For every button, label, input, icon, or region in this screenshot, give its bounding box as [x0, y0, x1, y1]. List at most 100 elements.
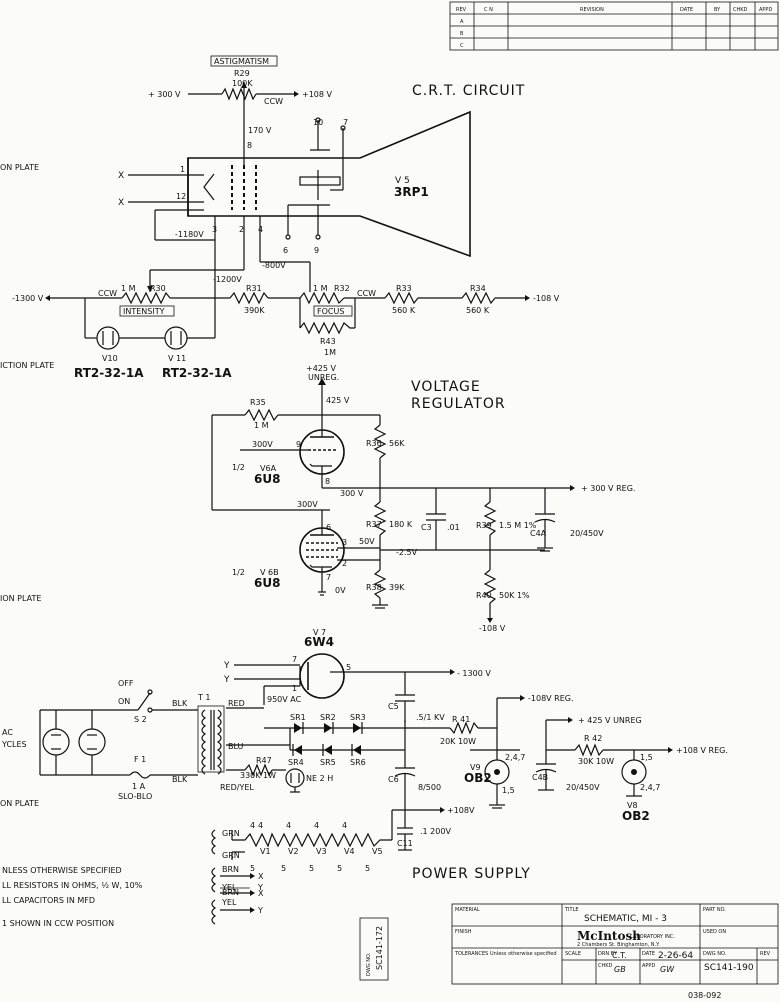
v5-type: 3RP1: [394, 185, 429, 199]
minus-108v-reg-psu: -108V REG.: [528, 694, 574, 703]
r35-label: R35: [250, 398, 266, 407]
r35-value: 1 M: [254, 421, 269, 430]
sr5-label: SR5: [320, 758, 336, 767]
company-logo: McIntosh: [577, 929, 641, 943]
sr6-label: SR6: [350, 758, 366, 767]
v5-label: V 5: [395, 176, 410, 186]
yel-wire-1: YEL: [221, 883, 237, 892]
rt-tube-b: RT2-32-1A: [162, 366, 232, 380]
c11-label: C11: [397, 839, 413, 848]
c6-label: C6: [388, 775, 399, 784]
switch-on: ON: [118, 697, 130, 706]
company-address: 2 Chambers St. Binghamton, N.Y.: [577, 942, 660, 948]
dwg-number: SC141-190: [704, 963, 754, 973]
v9-pins-15: 1,5: [502, 786, 515, 795]
c4b-label: C4B: [532, 773, 548, 782]
r40-value: 50K 1%: [499, 591, 530, 600]
minus-1180v: -1180V: [175, 230, 204, 239]
c11-value: .1 200V: [420, 827, 451, 836]
r38-label: R38: [366, 583, 382, 592]
heater-pin5: 5: [250, 864, 255, 873]
blu-wire: BLU: [228, 742, 244, 751]
brn-wire-1: BRN: [222, 865, 239, 874]
diode-sr4: [292, 744, 302, 756]
v6b-pin6: 6: [326, 523, 331, 532]
drawing-title: SCHEMATIC, MI - 3: [584, 914, 667, 924]
crt-pin12: 12: [176, 192, 186, 201]
diode-sr3: [353, 722, 363, 734]
v8-pins-15: 1,5: [640, 753, 653, 762]
heater-v3: V3: [316, 847, 327, 856]
x-input-2: X: [118, 198, 124, 208]
chkd-value: GB: [614, 965, 626, 974]
power-supply: V 7 6W4 Y Y 7 1 5 - 1300 V 950V AC C5 .5…: [1, 628, 728, 925]
voltage-regulator: +425 V UNREG. 425 V R35 1 M 300V 9 8 1/2…: [211, 364, 635, 633]
v6a-label: V6A: [260, 464, 277, 473]
r31-label: R31: [246, 284, 262, 293]
crt-section-title: C.R.T. CIRCUIT: [412, 83, 525, 99]
v6b-label: V 6B: [260, 568, 279, 577]
r36-label: R36: [366, 439, 382, 448]
v8-label: V8: [627, 801, 638, 810]
regulator-title-line1: VOLTAGE: [411, 379, 481, 395]
r33-value: 560 K: [392, 306, 416, 315]
heater-v1: V1: [260, 847, 271, 856]
rev-label: REV: [760, 951, 771, 957]
y-output-1: Y: [257, 906, 263, 915]
red-wire: RED: [228, 699, 245, 708]
r41-label: R 41: [452, 715, 470, 724]
r32-ccw: CCW: [357, 289, 376, 298]
crt-pin8: 8: [247, 141, 252, 150]
note-4: 1 SHOWN IN CCW POSITION: [2, 919, 114, 928]
c3-label: C3: [421, 523, 432, 532]
heater-pin4: 4: [250, 821, 255, 830]
r38-value: 39K: [389, 583, 405, 592]
v7-pin1: 1: [292, 684, 297, 693]
regulator-title-line2: REGULATOR: [411, 396, 506, 412]
note-1: NLESS OTHERWISE SPECIFIED: [2, 866, 122, 875]
plus-425v-unreg: + 425 V UNREG: [578, 716, 642, 725]
diode-sr6: [351, 744, 361, 756]
note-3: LL CAPACITORS IN MFD: [2, 896, 95, 905]
r30-label: R30: [150, 284, 166, 293]
sr3-label: SR3: [350, 713, 366, 722]
r29-value: 100K: [232, 79, 253, 88]
r34-label: R34: [470, 284, 486, 293]
r29-label: R29: [234, 69, 250, 78]
r30-ccw: CCW: [98, 289, 117, 298]
side-dwg-number: SC141-172: [375, 926, 384, 970]
crt-pin1: 1: [180, 165, 185, 174]
v300-grid-b: 300V: [297, 500, 318, 509]
margin-note-2: ICTION PLATE: [0, 361, 54, 370]
rev-row-b: B: [460, 31, 464, 37]
focus-label: FOCUS: [317, 307, 344, 316]
minus-800v: -800V: [262, 261, 286, 270]
heater-pin4-d: 4: [314, 821, 319, 830]
blk-wire-1: BLK: [172, 699, 188, 708]
plus-108v-reg: +108 V REG.: [676, 746, 728, 755]
ne2h-label: NE 2 H: [306, 774, 333, 783]
tolerances-label: TOLERANCES: [454, 951, 488, 957]
v7-label: V 7: [313, 628, 326, 637]
s2-label: S 2: [134, 715, 147, 724]
x-output-1: X: [258, 872, 264, 881]
heater-v4: V4: [344, 847, 355, 856]
grn-wire-1: GRN: [222, 829, 240, 838]
drawn-by-value: C.T.: [612, 951, 627, 960]
by-header: BY: [714, 7, 721, 13]
v300-node: 300 V: [340, 489, 364, 498]
x-input-1: X: [118, 171, 124, 181]
crt-pin2: 2: [239, 225, 244, 234]
crt-pin9: 9: [314, 246, 319, 255]
v7-type: 6W4: [304, 635, 334, 649]
v0-node: 0V: [335, 586, 346, 595]
drawing-date: 2-26-64: [658, 951, 693, 961]
intensity-label: INTENSITY: [123, 307, 165, 316]
v6b-pin2: 2: [342, 559, 347, 568]
c4a-value: 20/450V: [570, 529, 604, 538]
rt-tube-a: RT2-32-1A: [74, 366, 144, 380]
minus-108v-reg: -108 V: [479, 624, 506, 633]
minus-2.5v: -2.5V: [396, 548, 418, 557]
document-number: 038-092: [688, 991, 721, 1000]
